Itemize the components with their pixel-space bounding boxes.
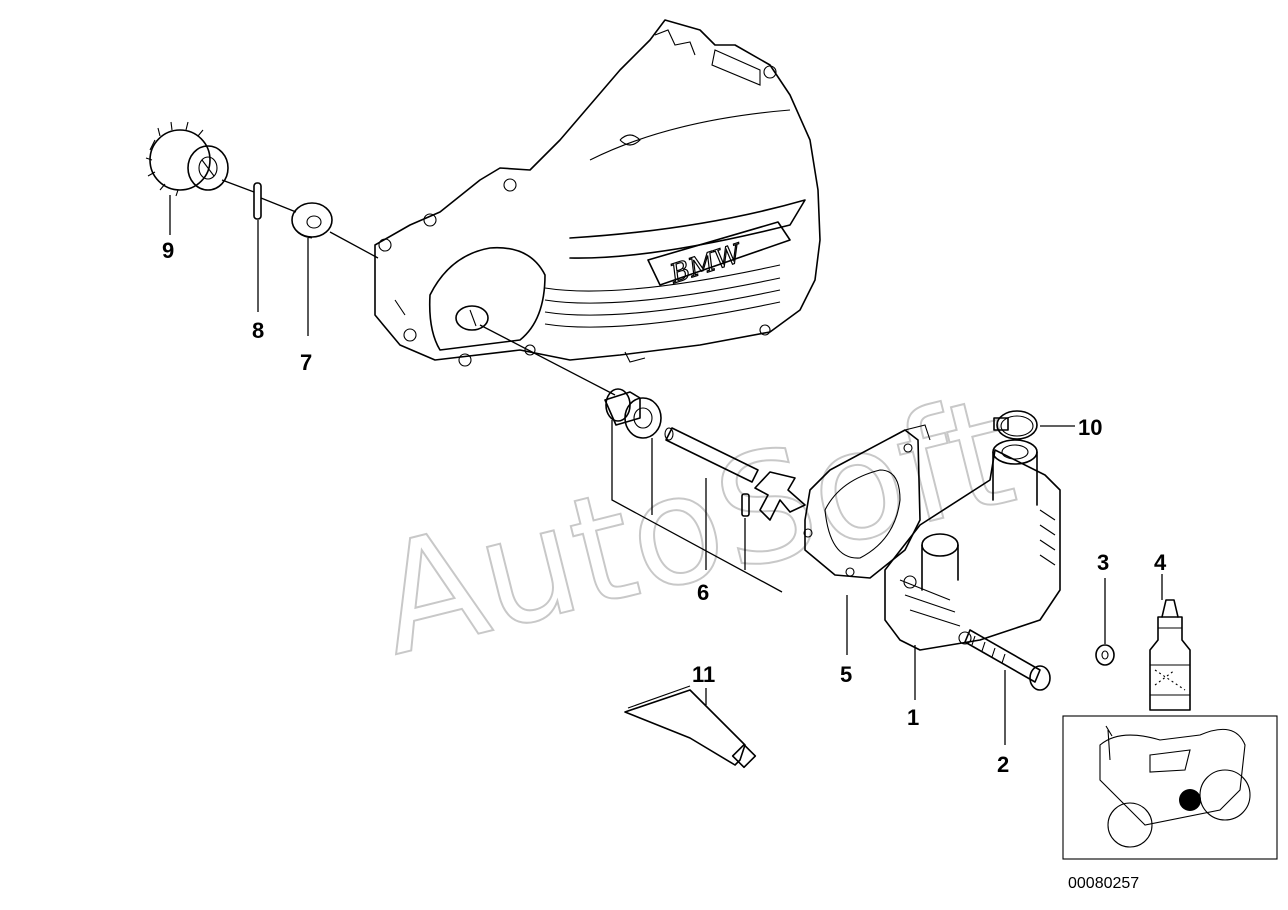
- bottle-icon[interactable]: [1149, 599, 1191, 711]
- callout-2: 2: [997, 752, 1009, 777]
- o-ring-icon[interactable]: [291, 202, 333, 239]
- callout-6: 6: [697, 580, 709, 605]
- callout-labels: 1 2 3 4 5 6 7 8 9 10 11: [162, 238, 1167, 777]
- callout-11: 11: [692, 662, 715, 687]
- washer-icon[interactable]: [1095, 644, 1115, 666]
- motorcycle-icon: [1062, 715, 1278, 860]
- callout-1: 1: [907, 705, 919, 730]
- gear-icon[interactable]: [145, 121, 229, 197]
- callout-9: 9: [162, 238, 174, 263]
- shaft-icon[interactable]: [479, 324, 806, 521]
- pump-housing-icon[interactable]: [884, 439, 1061, 651]
- callout-7: 7: [300, 350, 312, 375]
- callout-4: 4: [1154, 550, 1167, 575]
- engine-cover-icon[interactable]: BMW: [374, 19, 821, 367]
- hose-clamp-icon[interactable]: [993, 410, 1038, 440]
- callout-3: 3: [1097, 550, 1109, 575]
- gasket-icon[interactable]: [803, 424, 931, 579]
- bolt-icon[interactable]: [964, 629, 1051, 691]
- catalog-number: 00080257: [1068, 875, 1139, 892]
- callout-10: 10: [1078, 415, 1102, 440]
- pin-icon[interactable]: [253, 182, 262, 220]
- bmw-badge: BMW: [666, 238, 747, 290]
- callout-5: 5: [840, 662, 852, 687]
- callout-8: 8: [252, 318, 264, 343]
- tube-icon[interactable]: [624, 685, 757, 769]
- watermark: AutoSoft: [362, 365, 1029, 690]
